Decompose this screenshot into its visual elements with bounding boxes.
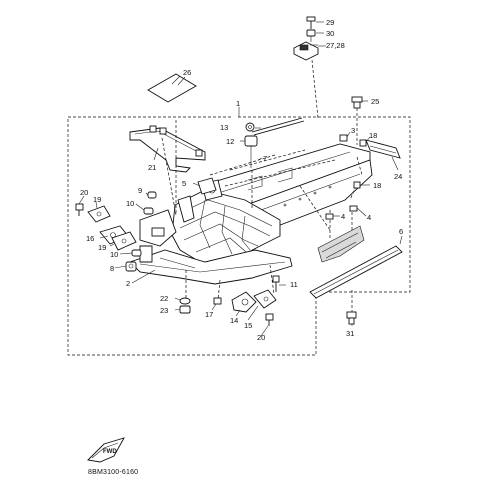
- callout-3: 3: [351, 126, 355, 135]
- leader-lines: [78, 21, 403, 337]
- callout-13: 13: [220, 123, 228, 132]
- part-13-nut: [245, 122, 255, 132]
- part-17-nut: [213, 297, 222, 305]
- callout-5: 5: [182, 179, 186, 188]
- part-4-nut: [325, 213, 334, 220]
- front-arrow-icon: FWD: [87, 437, 125, 463]
- callout-14: 14: [230, 316, 238, 325]
- part-20-bolt: [75, 203, 84, 216]
- callout-23: 23: [160, 306, 168, 315]
- part-10-clip-2: [131, 249, 142, 257]
- callout-16: 16: [86, 234, 94, 243]
- part-6-rail: [309, 245, 403, 299]
- part-30-washer: [306, 29, 316, 37]
- callout-1: 1: [236, 99, 240, 108]
- part-22-washer: [179, 297, 191, 305]
- part-19-mount: [87, 205, 111, 223]
- callout-19: 19: [93, 195, 101, 204]
- callout-7: 7: [263, 154, 267, 163]
- part-23-nut: [179, 305, 191, 314]
- callout-20: 20: [80, 188, 88, 197]
- part-5-bracket: [197, 177, 217, 195]
- part-20-bolt-2: [265, 313, 274, 326]
- callout-18: 18: [369, 131, 377, 140]
- assembly-boundary: [67, 116, 411, 356]
- part-11-stud: [272, 275, 280, 292]
- part-8-bushing: [125, 261, 137, 272]
- callout-30: 30: [326, 29, 334, 38]
- callout-20-b: 20: [257, 333, 265, 342]
- callout-21: 21: [148, 163, 156, 172]
- part-18-bolt-2: [353, 181, 361, 189]
- callout-29: 29: [326, 18, 334, 27]
- part-31-bolt: [346, 311, 357, 325]
- callout-18-b: 18: [373, 181, 381, 190]
- part-29-screw: [306, 16, 316, 29]
- callout-26: 26: [183, 68, 191, 77]
- callout-27-28: 27,28: [326, 41, 345, 50]
- part-3-bolt: [339, 134, 348, 142]
- part-26-decal: [147, 73, 197, 103]
- callout-31: 31: [346, 329, 354, 338]
- callout-17: 17: [205, 310, 213, 319]
- main-frame: [129, 143, 373, 285]
- callout-15: 15: [244, 321, 252, 330]
- side-panel: [317, 225, 365, 263]
- callout-11: 11: [290, 280, 298, 289]
- part-14-bracket: [231, 291, 257, 313]
- part-4-nut-2: [349, 205, 358, 212]
- callout-19-b: 19: [98, 243, 106, 252]
- part-15-bracket: [253, 289, 277, 309]
- callout-4: 4: [341, 212, 345, 221]
- part-24-bracket: [365, 139, 401, 159]
- callout-10: 10: [126, 199, 134, 208]
- callout-22: 22: [160, 294, 168, 303]
- part-9-clip: [147, 191, 157, 199]
- callout-25: 25: [371, 97, 379, 106]
- callout-8: 8: [110, 264, 114, 273]
- callout-2: 2: [126, 279, 130, 288]
- part-18-bolt: [359, 139, 367, 147]
- callout-9: 9: [138, 186, 142, 195]
- diagram-code: 8BM3100-6160: [88, 469, 138, 476]
- callout-24: 24: [394, 172, 402, 181]
- part-21-handle: [129, 125, 206, 173]
- callout-12: 12: [226, 137, 234, 146]
- callout-4-b: 4: [367, 213, 371, 222]
- part-10-clip: [143, 207, 154, 215]
- callout-6: 6: [399, 227, 403, 236]
- part-27-28-bracket: [293, 41, 319, 61]
- svg-text:FWD: FWD: [103, 449, 117, 455]
- part-25-bolt: [351, 96, 363, 109]
- part-19-mount-2: [111, 231, 137, 251]
- callout-10-b: 10: [110, 250, 118, 259]
- callout-labels: 1 2 3 4 4 5 6 7 8 9 10 10 11 12 13 14 15…: [80, 18, 403, 342]
